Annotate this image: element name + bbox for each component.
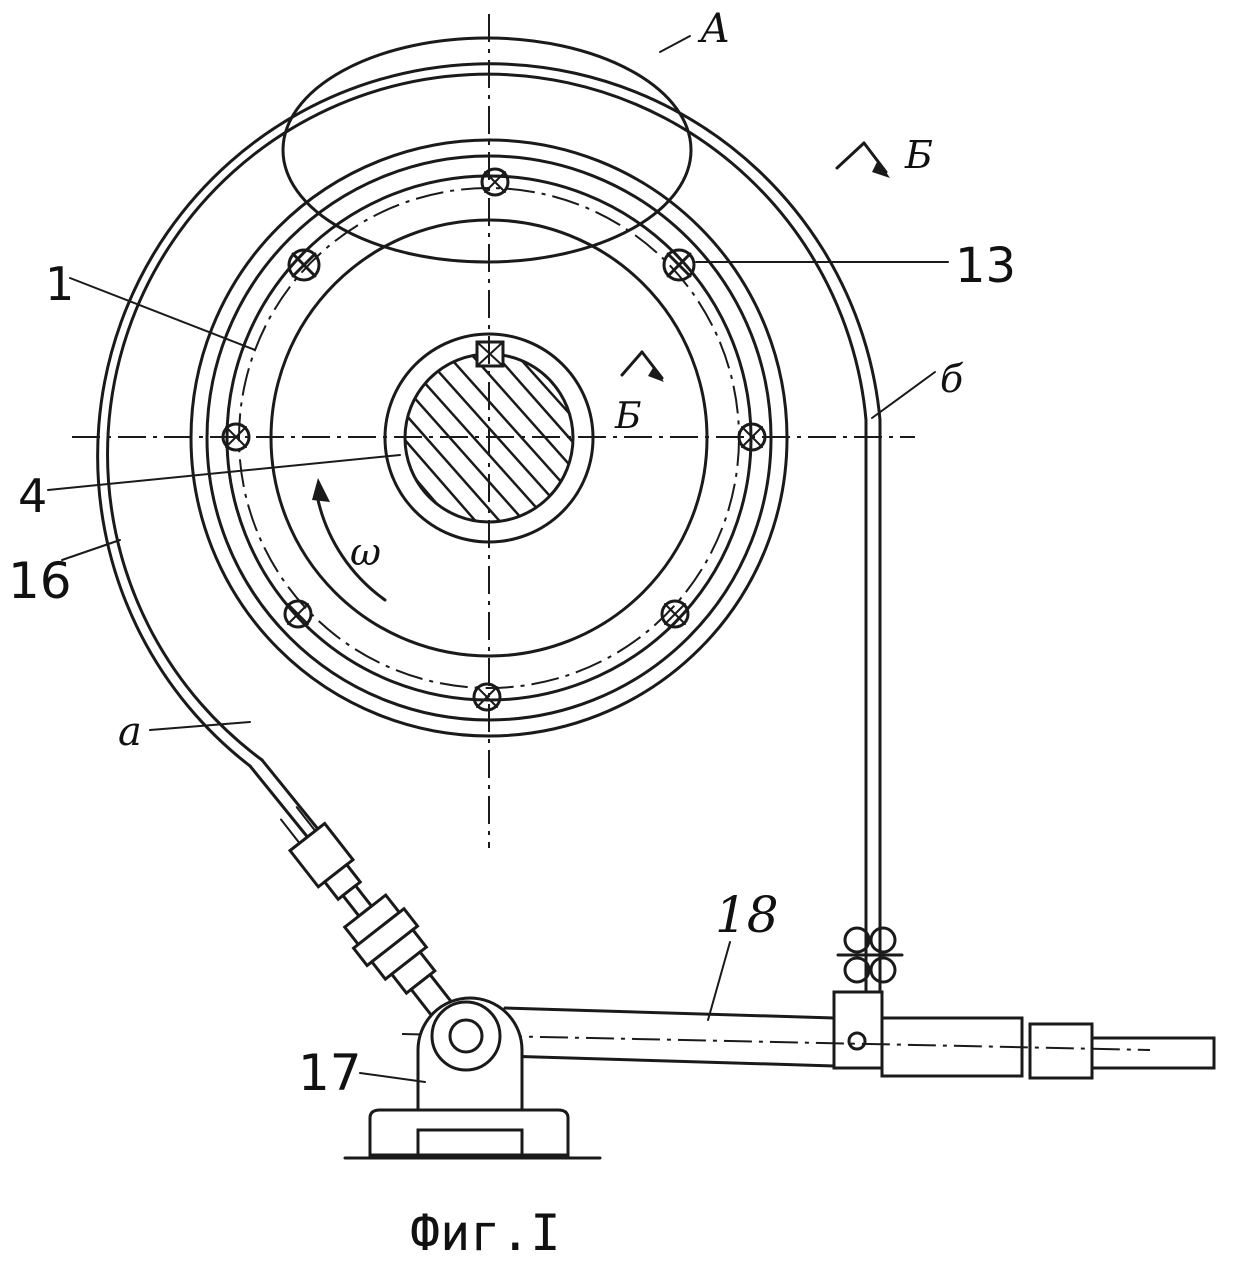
label-16: 16 (8, 552, 72, 610)
label-4: 4 (18, 469, 47, 523)
lobe-A (281, 36, 693, 264)
label-b-right: б (940, 357, 964, 401)
label-omega: ω (350, 530, 381, 574)
label-1: 1 (45, 257, 74, 311)
label-A: А (697, 6, 730, 52)
band-clamp (836, 926, 904, 984)
label-18: 18 (715, 886, 779, 944)
lever-18 (401, 990, 1216, 1080)
label-13: 13 (955, 238, 1016, 294)
band-16 (96, 62, 882, 1007)
section-marks (620, 141, 890, 382)
rotation-arrow (312, 478, 387, 602)
label-17: 17 (298, 1044, 362, 1102)
label-b-center: Б (614, 396, 641, 437)
tensioner (280, 806, 457, 1024)
figure-caption: Фиг.I (410, 1204, 561, 1262)
label-b-top: Б (904, 133, 933, 177)
pivot-bracket-17 (343, 996, 602, 1160)
label-a: a (118, 709, 142, 755)
leader-lines (47, 35, 949, 1083)
bolt-holes (221, 167, 767, 712)
